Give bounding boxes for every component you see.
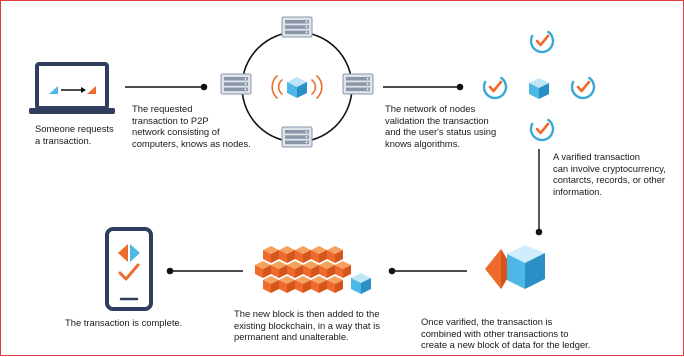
smartphone-icon — [105, 227, 153, 311]
server-icon — [220, 73, 252, 95]
caption-block-added: The new block is then added to the exist… — [234, 308, 380, 342]
check-badge-icon — [566, 70, 600, 104]
caption-new-block: Once varified, the transaction is combin… — [421, 316, 591, 350]
blockchain-icon — [255, 246, 371, 294]
server-icon — [342, 73, 374, 95]
connector-3 — [535, 149, 543, 236]
connector-1 — [125, 83, 208, 91]
signal-waves-icon — [271, 75, 323, 99]
caption-request: Someone requests a transaction. — [35, 123, 114, 146]
connector-2 — [383, 83, 464, 91]
caption-verified-transaction: A varified transaction can involve crypt… — [553, 151, 666, 197]
laptop-icon — [29, 62, 115, 114]
validation-cube-icon — [529, 78, 549, 99]
check-badge-icon — [525, 112, 559, 146]
split-cube-icon — [485, 245, 545, 289]
server-icon — [281, 16, 313, 38]
caption-complete: The transaction is complete. — [65, 317, 183, 328]
caption-p2p-network: The requested transaction to P2P network… — [132, 103, 251, 149]
check-badge-icon — [478, 70, 512, 104]
check-badge-icon — [525, 24, 559, 58]
network-cube-icon — [287, 77, 307, 98]
caption-node-validation: The network of nodes validation the tran… — [385, 103, 497, 149]
connector-4 — [388, 267, 467, 275]
server-icon — [281, 126, 313, 148]
connector-5 — [166, 267, 243, 275]
